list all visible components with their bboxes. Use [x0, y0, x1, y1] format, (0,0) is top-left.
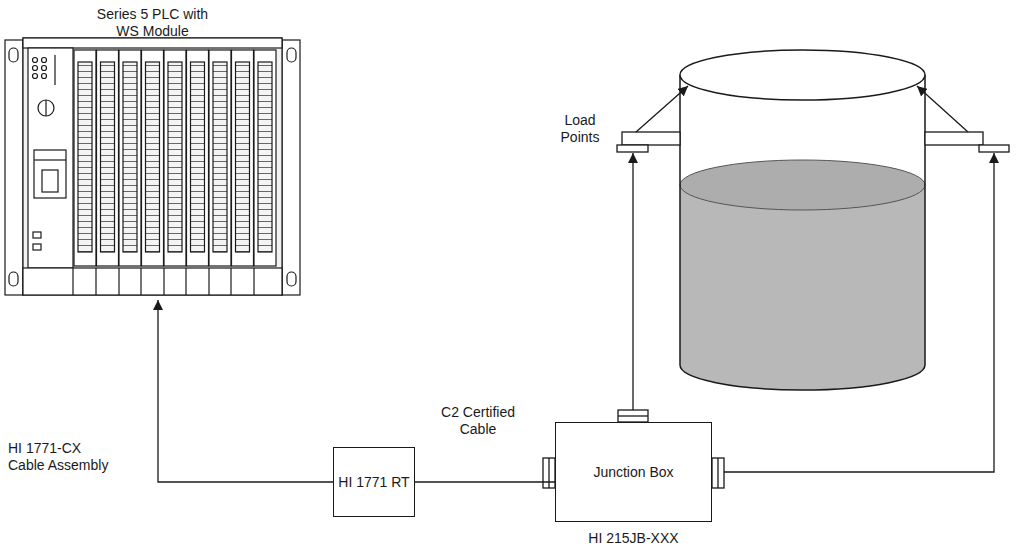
- node-caption: HI 215JB-XXX: [516, 530, 751, 547]
- cable-connector: [415, 481, 555, 482]
- plc-rack: [5, 38, 300, 295]
- plc-rack-node: Series 5 PLC with WS Module: [5, 2, 300, 300]
- load-point-brackets: [617, 86, 1009, 152]
- cable-label: C2 Certified Cable: [430, 404, 526, 438]
- tank: [680, 50, 925, 390]
- node-text: HI 1771 RT: [338, 474, 409, 491]
- part-label: Load Points: [550, 112, 610, 146]
- cable-connector: [158, 300, 333, 482]
- cable-label: HI 1771-CX Cable Assembly: [8, 440, 116, 474]
- remote-terminal-box: HI 1771 RT: [333, 447, 415, 517]
- junction-box: Junction BoxHI 215JB-XXX: [555, 422, 712, 522]
- node-text: Junction Box: [593, 464, 673, 481]
- node-text: Series 5 PLC with WS Module: [89, 6, 217, 40]
